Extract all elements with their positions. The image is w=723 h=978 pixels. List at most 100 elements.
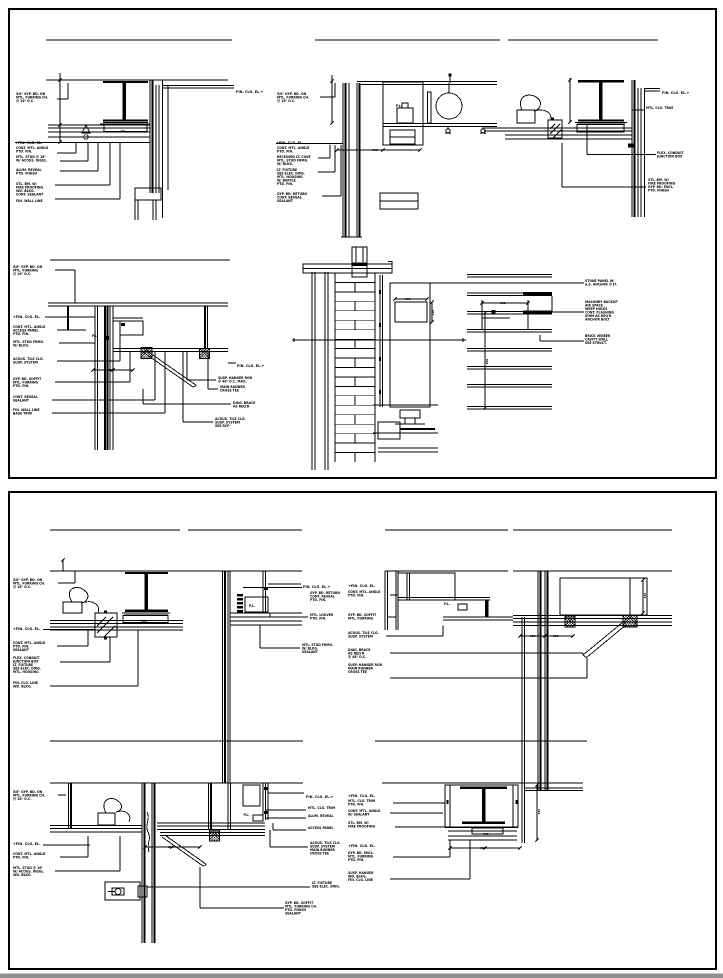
annotation-text: MTL. FURRING	[13, 381, 39, 385]
dim-tick	[424, 296, 430, 302]
annotation-text: PTD. FIN.	[277, 182, 293, 186]
annotation-text: SUSP. SYSTEM	[310, 845, 335, 849]
annotation-text: STONE PANEL W/	[585, 279, 615, 283]
cad-solid	[237, 606, 243, 609]
annotation-text: STL. BM. W/	[648, 178, 670, 182]
annotation-text: ACOUS. TILE CLG.	[348, 631, 379, 635]
hatch-line	[622, 623, 627, 628]
hatch-line	[218, 840, 220, 842]
cad-solid	[237, 598, 243, 601]
cad-outline	[111, 887, 125, 896]
hatch-line	[622, 614, 628, 620]
level-tag: +FIN. CLG. EL.	[348, 844, 375, 848]
hatch-line	[199, 348, 210, 359]
dim-tick	[479, 300, 485, 306]
cad-line	[549, 123, 556, 130]
pl-label: P.L.	[396, 104, 402, 108]
annotation-text: MTL. STUD FRMG.	[13, 340, 44, 344]
cad-solid	[352, 262, 367, 266]
annotation-text: FIRE PROOFING	[348, 825, 376, 829]
annotation-text: CONT. REVEAL	[13, 395, 38, 399]
annotation-text: PTD. FINISH	[648, 189, 669, 193]
cad-solid	[578, 80, 624, 83]
annotation-text: ACCESS PANEL	[308, 826, 334, 830]
cad-path	[81, 123, 91, 134]
cad-solid	[523, 310, 552, 314]
annotation-text: MTL. HOUSING	[277, 175, 303, 179]
hatch-line	[622, 626, 624, 628]
annotation-text: W/ BLKG.	[302, 647, 318, 651]
hatch-line	[564, 618, 574, 628]
level-tag: +FIN. CLG. EL.	[13, 627, 40, 631]
cad-solid	[446, 800, 449, 804]
cad-solid	[264, 811, 268, 814]
annotation-text: MTL. FURRING	[13, 269, 39, 273]
cad-solid	[125, 571, 168, 574]
hatch-line	[209, 829, 220, 840]
panel-border-bottom	[7, 490, 718, 971]
cad-outline	[351, 246, 368, 278]
annotation-text: SEALANT	[13, 399, 30, 403]
annotation-text: SUSP. SYSTEM	[13, 361, 38, 365]
hatch-block	[209, 829, 220, 842]
hatch-line	[571, 623, 576, 628]
hatch-line	[140, 353, 146, 359]
cad-solid	[482, 789, 486, 822]
annotation-text: AIR SPACE	[585, 304, 603, 308]
level-tag: +FIN. CLG. EL.	[15, 141, 42, 145]
annotation-text: SEE ELEC. DWG.	[312, 885, 340, 889]
hatch-line	[209, 837, 214, 842]
annotation-text: SEE ELEC. DWG.	[277, 172, 305, 176]
hatch-line	[565, 615, 576, 626]
dim-tick	[60, 557, 66, 563]
hatch-line	[624, 614, 637, 628]
annotation-text: MASONRY BACKUP	[585, 300, 618, 304]
annotation-text: @ 16" O.C.	[13, 797, 31, 801]
annotation-text: PTD. FIN.	[13, 856, 29, 860]
annotation-text: CONT. MTL. ANGLE	[13, 325, 45, 329]
dim-tick	[482, 405, 488, 411]
annotation-text: CONT. REVEAL	[310, 595, 335, 599]
annotation-text: @ 48" O.C.	[348, 655, 366, 659]
annotation-text: MAIN RUNNER	[310, 848, 335, 852]
cad-outline	[382, 81, 424, 146]
annotation-text: CONT. FLASHING	[585, 311, 614, 315]
dim-tick	[417, 147, 423, 153]
annotation-text: PTD. FIN.	[348, 858, 364, 862]
annotation-text: GYP. BD. RETURN	[277, 192, 307, 196]
level-tag: FIN. CLG. EL.+	[662, 91, 690, 95]
cad-outline	[137, 885, 148, 898]
hatch-line	[209, 834, 216, 842]
cad-outline	[97, 812, 116, 826]
cad-outline	[444, 784, 519, 828]
dim-tick	[570, 633, 576, 639]
annotation-text: WD. BLKG.	[16, 189, 35, 193]
level-tag: +FIN. CLG. EL.	[348, 794, 375, 798]
annotation-text: GYP. BD. ENCL.	[348, 851, 374, 855]
cad-path	[582, 621, 627, 658]
annotation-text: AS REQ'D	[348, 652, 365, 656]
annotation-text: SEE STRUCT.	[585, 341, 607, 345]
cad-outline	[547, 119, 563, 139]
annotation-text: PTD. FIN.	[277, 150, 293, 154]
annotation-text: PTD. FIN.	[13, 645, 29, 649]
cad-solid	[515, 800, 518, 804]
annotation-text: PTD. FIN.	[348, 594, 364, 598]
cad-line	[96, 616, 114, 634]
dim-tick	[567, 77, 573, 83]
annotation-text: @ 16" O.C.	[277, 99, 295, 103]
dim-tick	[640, 577, 646, 583]
annotation-text: @ 16" O.C.	[13, 585, 31, 589]
annotation-text: PTD. FINISH	[285, 908, 306, 912]
level-tag: FIN. CLG. EL.+	[237, 364, 265, 368]
cad-solid	[125, 609, 168, 612]
dim-tick	[482, 310, 488, 316]
annotation-text: CONT. MTL. ANGLE	[277, 146, 309, 150]
hatch-line	[209, 840, 211, 842]
cad-solid	[122, 83, 126, 120]
fixture-circle	[114, 888, 122, 895]
annotation-text: FLEX. CONDUIT	[13, 656, 41, 660]
hatch-block	[564, 615, 576, 628]
dim-tick	[429, 299, 435, 305]
